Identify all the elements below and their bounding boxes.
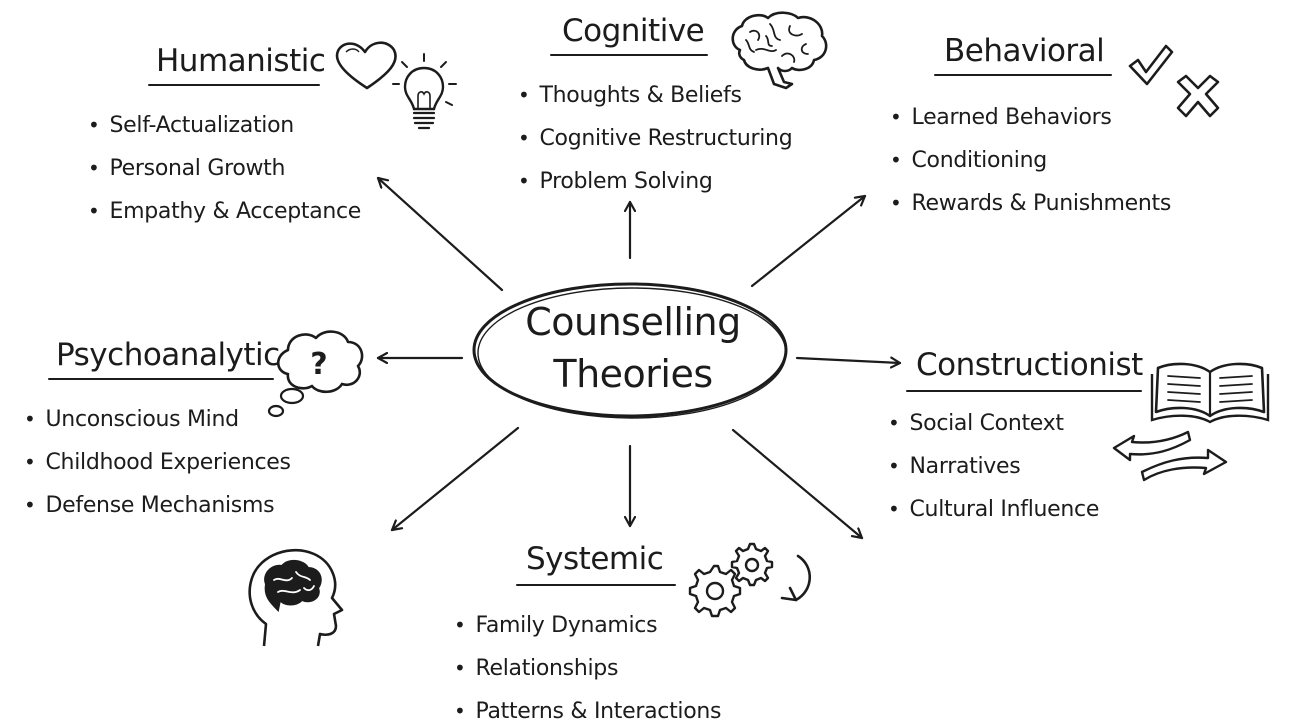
behavioral-list: Learned Behaviors Conditioning Rewards &… <box>890 96 1172 225</box>
cognitive-title: Cognitive <box>562 13 705 49</box>
list-item: Defense Mechanisms <box>24 484 291 527</box>
constructionist-list: Social Context Narratives Cultural Influ… <box>888 402 1100 531</box>
svg-text:?: ? <box>310 347 327 382</box>
list-item: Family Dynamics <box>454 604 721 647</box>
open-book-icon <box>1150 362 1270 424</box>
behavioral-title: Behavioral <box>944 33 1105 69</box>
list-item: Thoughts & Beliefs <box>518 74 792 117</box>
cognitive-list: Thoughts & Beliefs Cognitive Restructuri… <box>518 74 793 203</box>
list-item: Relationships <box>454 647 721 690</box>
arrow-to-constructionist-lower <box>731 428 864 540</box>
list-item: Self-Actualization <box>88 104 361 147</box>
list-item: Learned Behaviors <box>890 96 1171 139</box>
list-item: Cognitive Restructuring <box>518 117 793 160</box>
lightbulb-icon <box>392 53 457 130</box>
constructionist-title: Constructionist <box>916 347 1143 383</box>
list-item: Social Context <box>888 402 1099 445</box>
list-item: Childhood Experiences <box>24 441 291 484</box>
cognitive-underline <box>550 54 708 56</box>
brain-icon <box>731 11 828 90</box>
exchange-arrows-icon <box>1112 430 1228 482</box>
humanistic-list: Self-Actualization Personal Growth Empat… <box>88 104 362 233</box>
list-item: Cultural Influence <box>888 488 1100 531</box>
arrow-to-constructionist <box>795 358 902 363</box>
cross-icon <box>1176 74 1220 118</box>
checkmark-icon <box>1128 44 1174 86</box>
systemic-list: Family Dynamics Relationships Patterns &… <box>454 604 722 728</box>
gears-icon <box>688 542 774 618</box>
psychoanalytic-list: Unconscious Mind Childhood Experiences D… <box>24 398 291 527</box>
constructionist-underline <box>906 390 1142 392</box>
center-ellipse <box>472 282 788 419</box>
humanistic-title: Humanistic <box>156 43 326 79</box>
cycle-arrow-icon <box>780 554 812 602</box>
psychoanalytic-underline <box>48 378 274 380</box>
arrow-to-behavioral <box>750 194 867 288</box>
arrow-to-psychoanalytic-lower <box>390 426 520 532</box>
list-item: Rewards & Punishments <box>890 182 1172 225</box>
center-title-line1: Counselling <box>525 300 741 344</box>
list-item: Empathy & Acceptance <box>88 190 362 233</box>
list-item: Problem Solving <box>518 160 792 203</box>
head-brain-icon <box>248 548 344 647</box>
list-item: Conditioning <box>890 139 1171 182</box>
heart-icon <box>335 41 397 90</box>
psychoanalytic-title: Psychoanalytic <box>56 337 280 373</box>
thought-bubble-question-icon: ? <box>267 330 364 418</box>
list-item: Narratives <box>888 445 1099 488</box>
list-item: Personal Growth <box>88 147 361 190</box>
systemic-underline <box>516 584 676 586</box>
systemic-title: Systemic <box>526 541 664 577</box>
humanistic-underline <box>148 84 320 86</box>
center-topic: Counselling Theories <box>478 296 788 400</box>
center-title-line2: Theories <box>553 352 713 396</box>
behavioral-underline <box>934 74 1112 76</box>
list-item: Unconscious Mind <box>24 398 291 441</box>
list-item: Patterns & Interactions <box>454 690 722 728</box>
arrow-to-humanistic <box>376 176 504 292</box>
